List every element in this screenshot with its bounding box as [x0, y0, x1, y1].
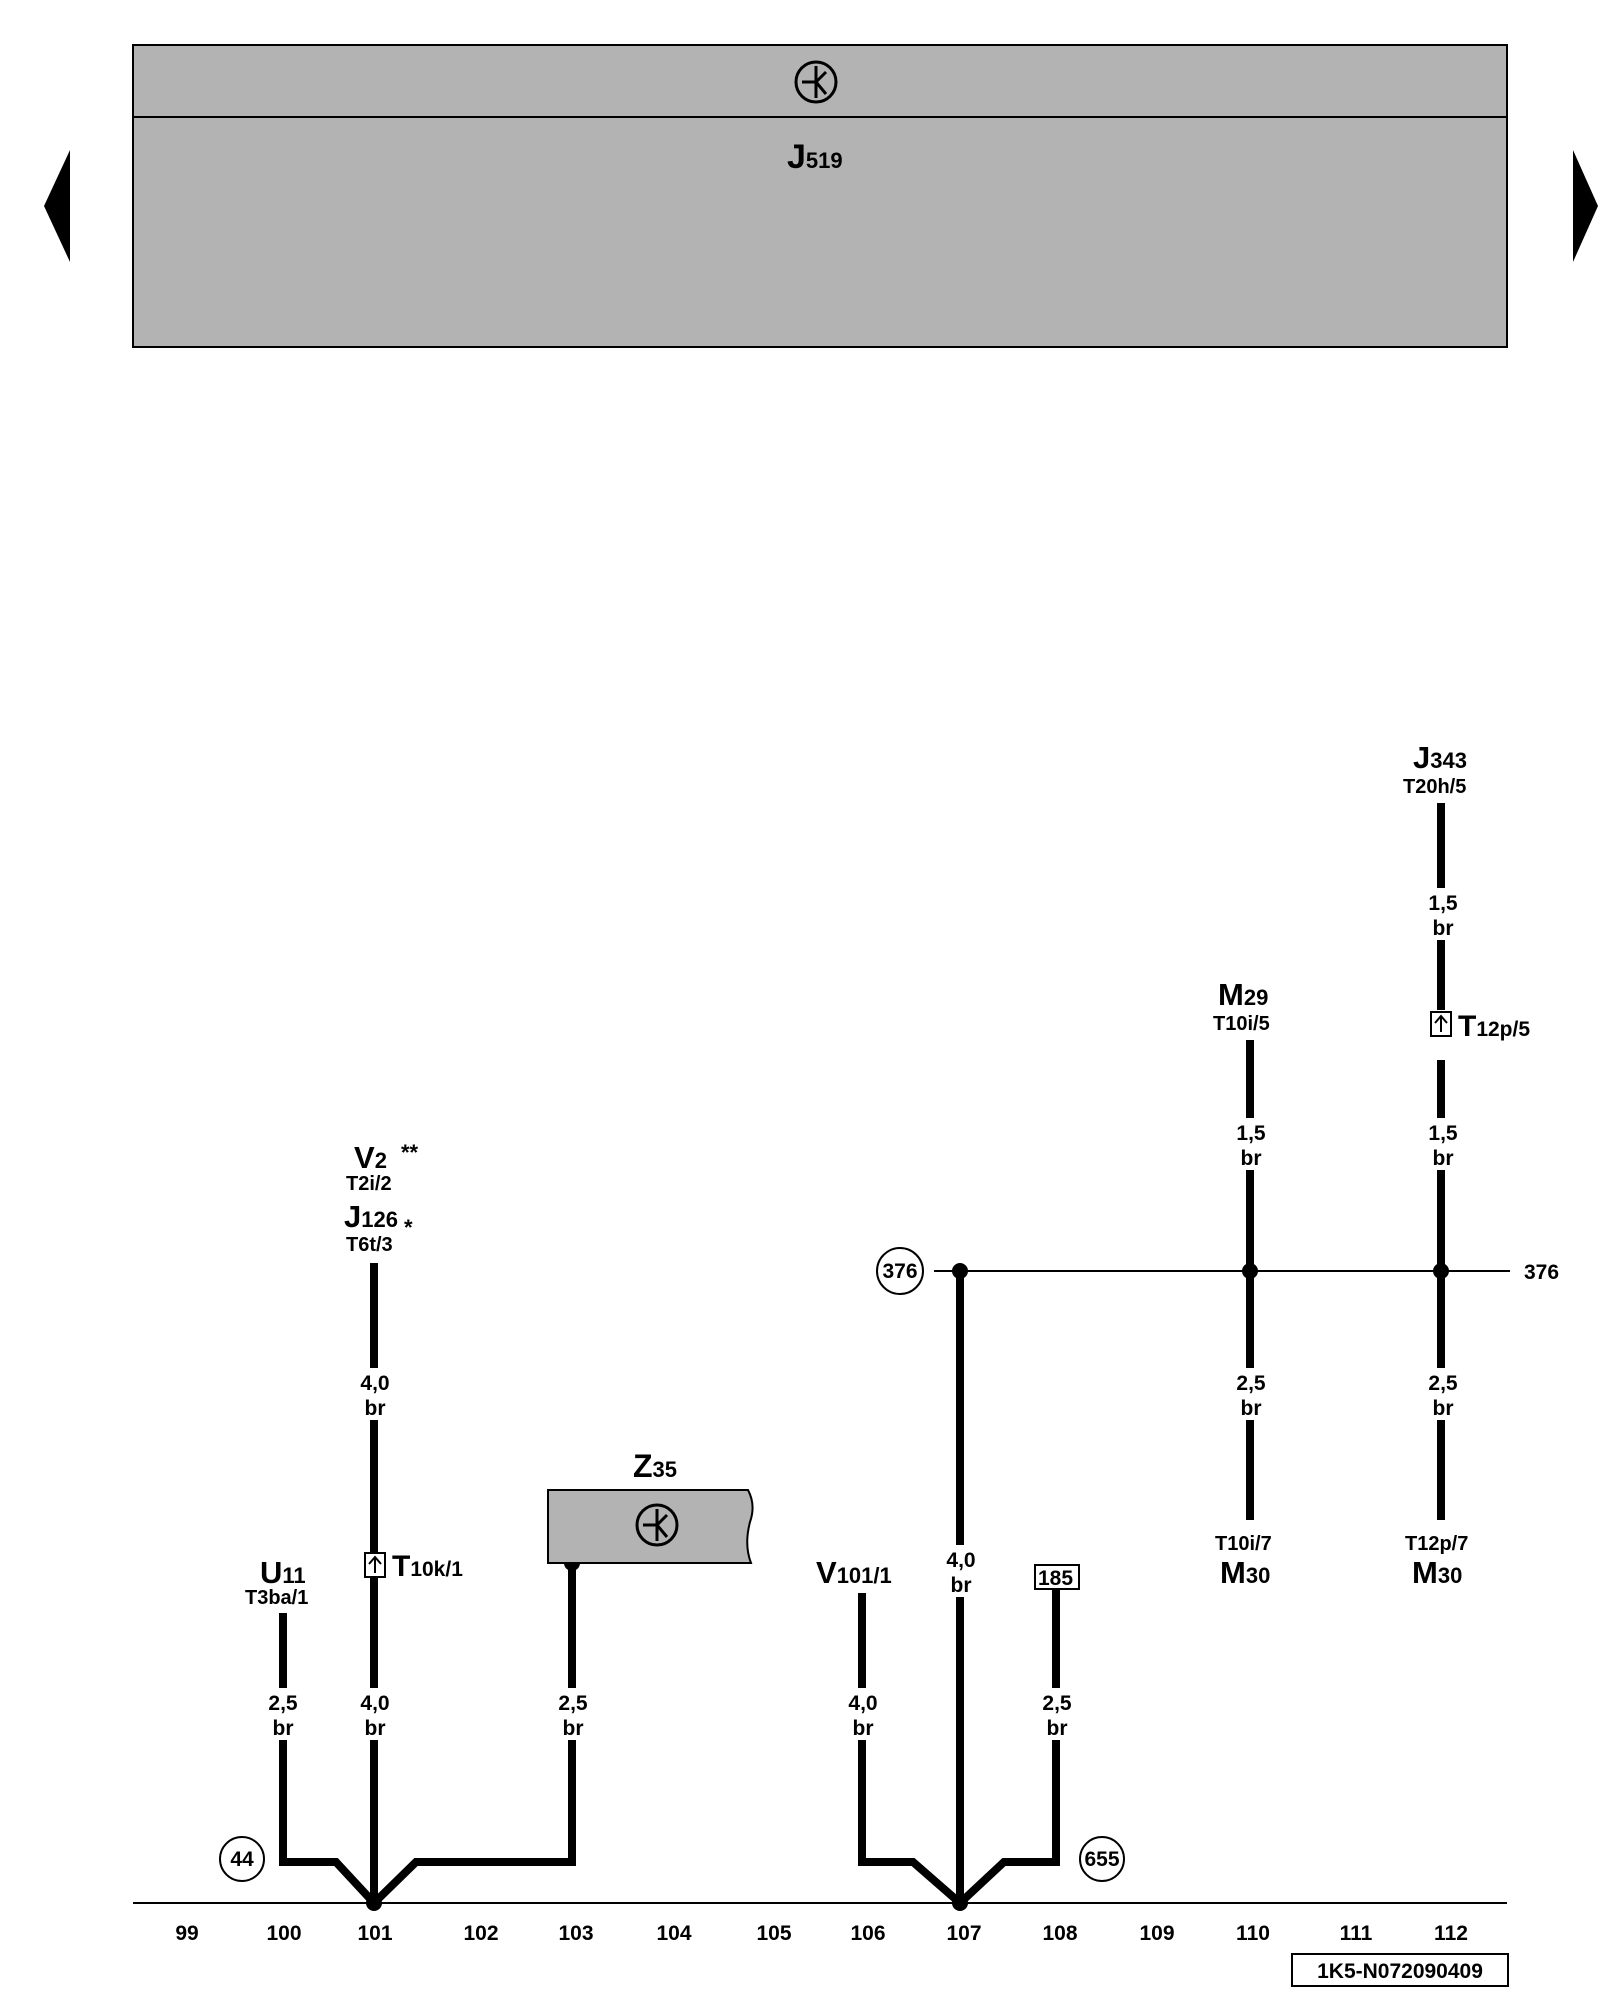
svg-text:T6t/3: T6t/3	[346, 1234, 393, 1256]
column-numbers: 99 100 101 102 103 104 105 106 107 108 109 110 111 11…	[175, 1922, 1468, 1945]
svg-text:Z35: Z35	[633, 1448, 677, 1484]
wire-color: br	[1433, 1147, 1454, 1170]
wire-size: 4,0	[848, 1692, 877, 1715]
column-number: 101	[357, 1922, 392, 1945]
wire-color: br	[951, 1574, 972, 1597]
wire-color: br	[1433, 917, 1454, 940]
wire-m29-m30	[1242, 1040, 1258, 1520]
svg-text:U11: U11	[260, 1555, 306, 1590]
wire-size: 4,0	[360, 1372, 389, 1395]
column-number: 108	[1042, 1922, 1077, 1945]
unit-name: J	[787, 138, 806, 176]
wire-size: 2,5	[1428, 1372, 1458, 1395]
wire-size: 2,5	[268, 1692, 298, 1715]
control-unit-j519: J519	[132, 44, 1508, 348]
label-v2: V2** T2i/2	[346, 1140, 418, 1195]
wire-size: 4,0	[946, 1549, 975, 1572]
svg-text:T2i/2: T2i/2	[346, 1173, 392, 1195]
svg-text:655: 655	[1084, 1848, 1119, 1871]
wire-size: 4,0	[360, 1692, 389, 1715]
svg-text:T12p/5: T12p/5	[1458, 1010, 1530, 1043]
label-j126: J126* T6t/3	[344, 1199, 413, 1256]
svg-text:T12p/7: T12p/7	[1405, 1533, 1468, 1555]
wire-color: br	[1047, 1717, 1068, 1740]
connector-t10k: T10k/1	[364, 1550, 463, 1583]
wire-color: br	[1433, 1397, 1454, 1420]
wire-color: br	[1241, 1147, 1262, 1170]
connector-t12p5: T12p/5	[1430, 1010, 1530, 1043]
column-number: 107	[946, 1922, 981, 1945]
wire-color: br	[563, 1717, 584, 1740]
component-z35: Z35	[547, 1448, 754, 1564]
svg-text:T10k/1: T10k/1	[392, 1550, 463, 1583]
column-number: 112	[1434, 1922, 1468, 1945]
connection-376-left: 376	[876, 1247, 924, 1295]
unit-index: 519	[806, 148, 843, 173]
ground-connection-101	[279, 1263, 580, 1911]
wire-color: br	[853, 1717, 874, 1740]
svg-text:J519: J519	[787, 138, 843, 176]
document-id: 1K5-N072090409	[1291, 1953, 1509, 1987]
svg-text:1K5-N072090409: 1K5-N072090409	[1317, 1960, 1483, 1983]
wire-color: br	[365, 1717, 386, 1740]
svg-text:44: 44	[230, 1848, 254, 1871]
svg-text:V2**: V2**	[354, 1140, 418, 1175]
column-number: 103	[558, 1922, 593, 1945]
column-number: 99	[175, 1922, 198, 1945]
label-m30b: T12p/7 M30	[1405, 1533, 1468, 1590]
wire-color: br	[365, 1397, 386, 1420]
column-number: 100	[266, 1922, 301, 1945]
column-number: 105	[756, 1922, 791, 1945]
wire-size: 2,5	[1236, 1372, 1266, 1395]
previous-page-arrow-icon[interactable]	[44, 150, 70, 262]
label-u11: U11 T3ba/1	[245, 1555, 308, 1609]
svg-text:M29: M29	[1218, 977, 1268, 1012]
wire-size: 2,5	[558, 1692, 588, 1715]
ground-point-44: 44	[219, 1836, 265, 1882]
svg-text:J343: J343	[1413, 740, 1467, 775]
wire-size: 2,5	[1042, 1692, 1072, 1715]
label-v101: V101/1	[816, 1555, 892, 1590]
next-page-arrow-icon[interactable]	[1573, 150, 1598, 262]
svg-text:185: 185	[1038, 1567, 1073, 1590]
svg-text:J126*: J126*	[344, 1199, 413, 1240]
column-number: 109	[1139, 1922, 1174, 1945]
wire-color: br	[1241, 1397, 1262, 1420]
wire-size: 1,5	[1236, 1122, 1266, 1145]
svg-text:V101/1: V101/1	[816, 1555, 892, 1590]
label-185: 185	[1034, 1564, 1080, 1590]
ground-point-655: 655	[1079, 1836, 1125, 1882]
electronic-component-icon	[794, 60, 838, 104]
column-number: 104	[656, 1922, 691, 1945]
svg-text:T20h/5: T20h/5	[1403, 776, 1466, 798]
svg-text:T10i/5: T10i/5	[1213, 1013, 1270, 1035]
svg-text:T3ba/1: T3ba/1	[245, 1587, 308, 1609]
svg-text:M30: M30	[1412, 1555, 1462, 1590]
svg-text:M30: M30	[1220, 1555, 1270, 1590]
label-j343: J343 T20h/5	[1403, 740, 1467, 798]
connection-376-right: 376	[1524, 1261, 1559, 1284]
column-number: 106	[850, 1922, 885, 1945]
svg-text:376: 376	[882, 1260, 917, 1283]
column-number: 102	[463, 1922, 498, 1945]
column-number: 111	[1340, 1922, 1373, 1945]
label-m30a: T10i/7 M30	[1215, 1533, 1272, 1590]
electronic-component-icon	[635, 1503, 679, 1547]
wire-size: 1,5	[1428, 1122, 1458, 1145]
label-m29: M29 T10i/5	[1213, 977, 1270, 1035]
wire-color: br	[273, 1717, 294, 1740]
wire-size: 1,5	[1428, 892, 1458, 915]
svg-text:T10i/7: T10i/7	[1215, 1533, 1272, 1555]
column-number: 110	[1236, 1922, 1270, 1945]
